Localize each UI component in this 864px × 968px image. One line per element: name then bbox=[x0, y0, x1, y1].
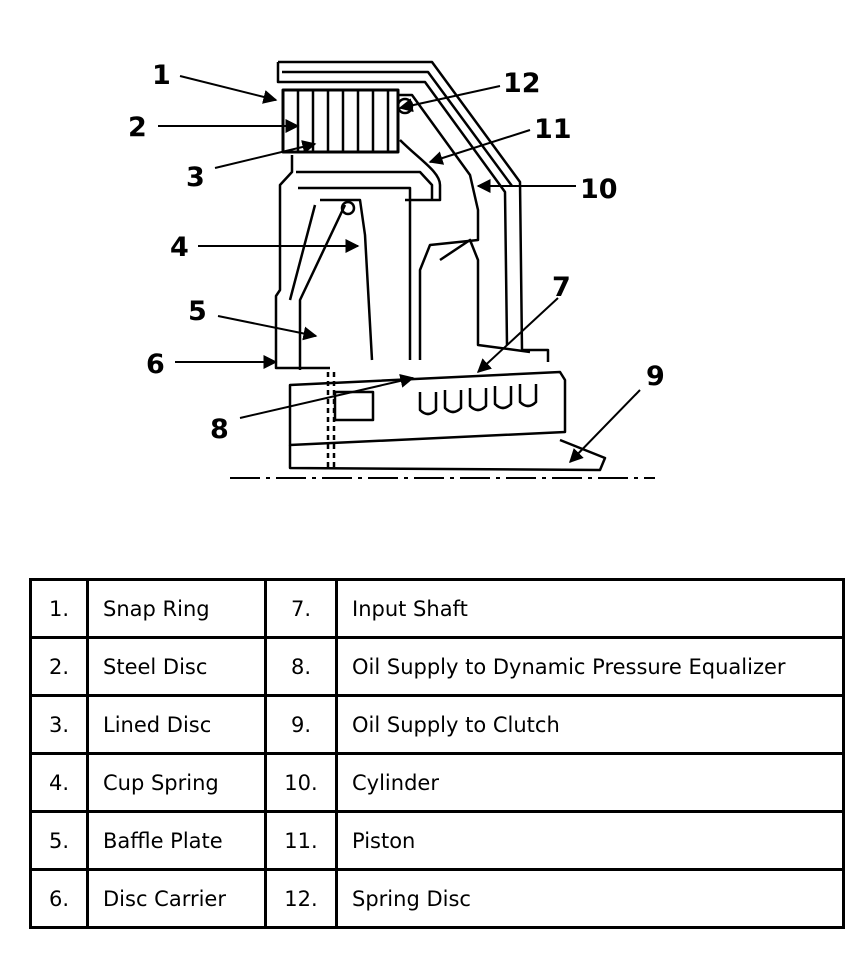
legend-number: 8. bbox=[264, 636, 338, 697]
legend-label: Cup Spring bbox=[86, 752, 267, 813]
leader-8 bbox=[239, 374, 415, 419]
callout-9: 9 bbox=[646, 361, 665, 392]
legend-row: 4. Cup Spring 10. Cylinder bbox=[29, 752, 845, 813]
callout-2: 2 bbox=[128, 112, 147, 143]
legend-number: 11. bbox=[264, 810, 338, 871]
callout-4: 4 bbox=[170, 232, 189, 263]
leader-1 bbox=[179, 75, 278, 104]
callout-12: 12 bbox=[503, 68, 541, 99]
legend-number: 9. bbox=[264, 694, 338, 755]
legend-row: 6. Disc Carrier 12. Spring Disc bbox=[29, 868, 845, 929]
clutch-drawing bbox=[230, 60, 655, 479]
legend-row: 3. Lined Disc 9. Oil Supply to Clutch bbox=[29, 694, 845, 755]
legend-label: Cylinder bbox=[335, 752, 845, 813]
legend-row: 2. Steel Disc 8. Oil Supply to Dynamic P… bbox=[29, 636, 845, 697]
callout-5: 5 bbox=[188, 296, 207, 327]
clutch-cross-section-diagram: 1 2 3 4 5 6 7 8 9 10 11 12 bbox=[128, 60, 665, 479]
callout-3: 3 bbox=[186, 162, 205, 193]
legend-label: Input Shaft bbox=[335, 578, 845, 639]
legend-label: Snap Ring bbox=[86, 578, 267, 639]
callout-leaders bbox=[158, 75, 641, 464]
legend-number: 10. bbox=[264, 752, 338, 813]
callout-10: 10 bbox=[580, 174, 618, 205]
legend-label: Piston bbox=[335, 810, 845, 871]
legend-row: 1. Snap Ring 7. Input Shaft bbox=[29, 578, 845, 639]
callout-7: 7 bbox=[552, 272, 571, 303]
legend-label: Disc Carrier bbox=[86, 868, 267, 929]
leader-9 bbox=[569, 389, 641, 464]
legend-label: Lined Disc bbox=[86, 694, 267, 755]
legend-number: 5. bbox=[29, 810, 89, 871]
callout-6: 6 bbox=[146, 349, 165, 380]
callout-8: 8 bbox=[210, 414, 229, 445]
leader-12 bbox=[398, 85, 501, 113]
legend-label: Baffle Plate bbox=[86, 810, 267, 871]
legend-number: 2. bbox=[29, 636, 89, 697]
legend-number: 3. bbox=[29, 694, 89, 755]
legend-table: 1. Snap Ring 7. Input Shaft 2. Steel Dis… bbox=[29, 578, 845, 929]
legend-label: Oil Supply to Clutch bbox=[335, 694, 845, 755]
legend-label: Steel Disc bbox=[86, 636, 267, 697]
legend-number: 1. bbox=[29, 578, 89, 639]
leader-5 bbox=[217, 315, 318, 341]
legend-number: 7. bbox=[264, 578, 338, 639]
legend-label: Spring Disc bbox=[335, 868, 845, 929]
callout-11: 11 bbox=[534, 114, 572, 145]
legend-label: Oil Supply to Dynamic Pressure Equalizer bbox=[335, 636, 845, 697]
callout-numbers: 1 2 3 4 5 6 7 8 9 10 11 12 bbox=[128, 60, 665, 445]
callout-1: 1 bbox=[152, 60, 171, 91]
leader-11 bbox=[428, 129, 531, 165]
legend-row: 5. Baffle Plate 11. Piston bbox=[29, 810, 845, 871]
legend-number: 4. bbox=[29, 752, 89, 813]
legend-number: 12. bbox=[264, 868, 338, 929]
legend-number: 6. bbox=[29, 868, 89, 929]
leader-7 bbox=[476, 297, 559, 373]
leader-3 bbox=[214, 140, 317, 169]
